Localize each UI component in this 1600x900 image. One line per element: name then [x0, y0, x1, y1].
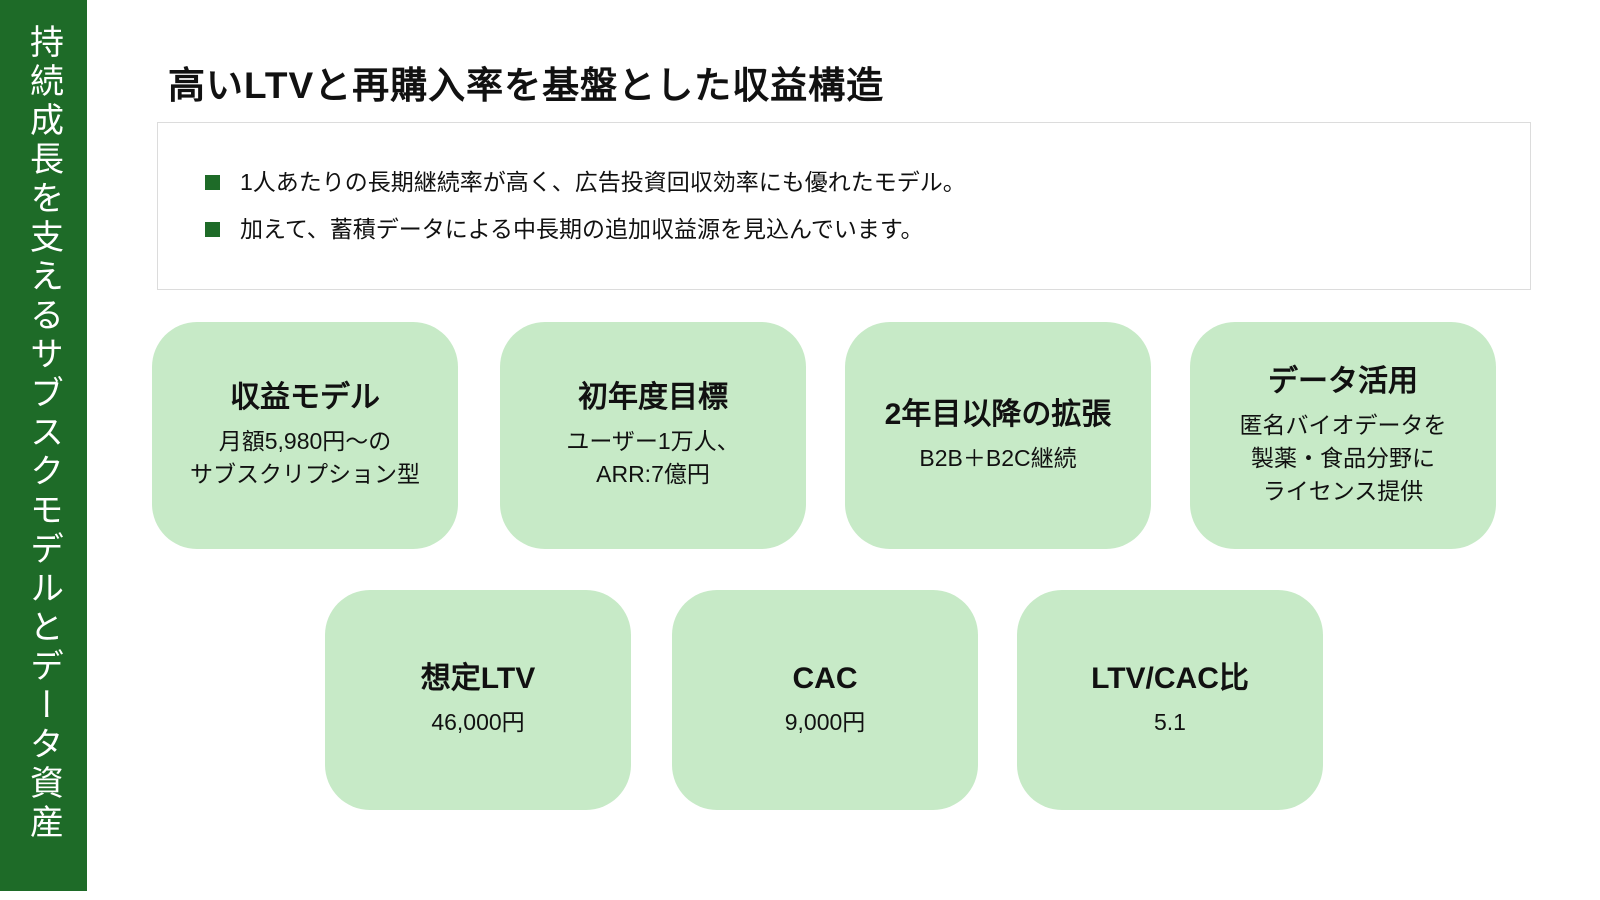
square-bullet-icon	[205, 221, 220, 237]
card-line: 匿名バイオデータを	[1239, 411, 1447, 438]
card-title: CAC	[792, 662, 858, 695]
summary-box: 1人あたりの長期継続率が高く、広告投資回収効率にも優れたモデル。 加えて、蓄積デ…	[157, 122, 1531, 290]
card-line: ライセンス提供	[1262, 477, 1424, 504]
card-title: 2年目以降の拡張	[884, 397, 1112, 431]
bullet-text: 1人あたりの長期継続率が高く、広告投資回収効率にも優れたモデル。	[240, 168, 966, 195]
card-cac: CAC 9,000円	[672, 590, 978, 810]
card-title: 初年度目標	[578, 381, 728, 414]
card-line: B2B＋B2C継続	[919, 444, 1077, 471]
card-line: 製薬・食品分野に	[1251, 444, 1435, 471]
card-title: 収益モデル	[230, 381, 380, 414]
bullet-text: 加えて、蓄積データによる中長期の追加収益源を見込んでいます。	[240, 215, 924, 242]
card-revenue-model: 収益モデル 月額5,980円〜の サブスクリプション型	[152, 322, 458, 549]
card-estimated-ltv: 想定LTV 46,000円	[325, 590, 631, 810]
page-title: 高いLTVと再購入率を基盤とした収益構造	[168, 64, 885, 106]
card-title: 想定LTV	[420, 662, 536, 695]
card-value: 5.1	[1154, 709, 1186, 735]
card-line: ARR:7億円	[596, 461, 710, 487]
card-first-year-target: 初年度目標 ユーザー1万人、 ARR:7億円	[500, 322, 806, 549]
card-line: ユーザー1万人、	[566, 428, 740, 454]
sidebar-band: 持続成長を支えるサブスクモデルとデータ資産	[0, 0, 87, 891]
card-title: データ活用	[1268, 364, 1418, 398]
card-data-utilization: データ活用 匿名バイオデータを 製薬・食品分野に ライセンス提供	[1190, 322, 1496, 549]
card-line: サブスクリプション型	[190, 461, 420, 487]
card-title: LTV/CAC比	[1091, 662, 1249, 695]
sidebar-vertical-label: 持続成長を支えるサブスクモデルとデータ資産	[24, 24, 63, 843]
card-value: 9,000円	[784, 709, 866, 735]
bullet-row: 1人あたりの長期継続率が高く、広告投資回収効率にも優れたモデル。	[205, 169, 1530, 197]
bullet-row: 加えて、蓄積データによる中長期の追加収益源を見込んでいます。	[205, 216, 1530, 244]
square-bullet-icon	[205, 175, 220, 191]
card-line: 月額5,980円〜の	[218, 428, 392, 454]
card-ltv-cac-ratio: LTV/CAC比 5.1	[1017, 590, 1323, 810]
card-year2-expansion: 2年目以降の拡張 B2B＋B2C継続	[845, 322, 1151, 549]
card-value: 46,000円	[431, 709, 525, 735]
